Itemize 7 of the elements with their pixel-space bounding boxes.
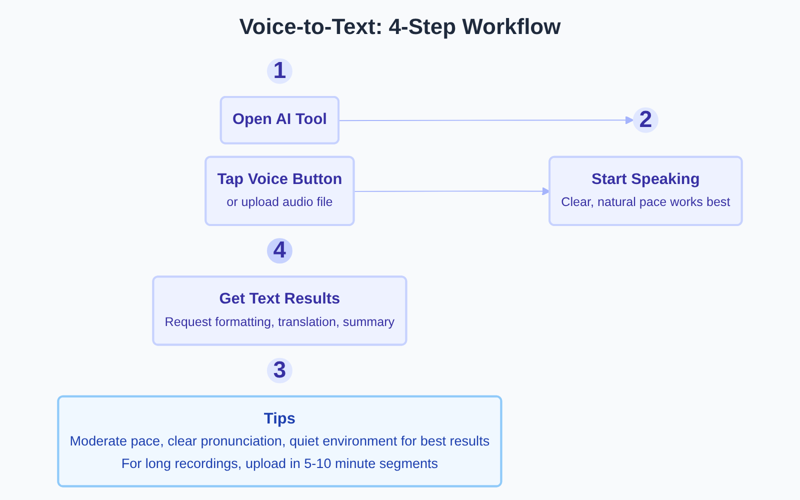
node-circle: 2: [632, 107, 658, 133]
arrow: [354, 187, 550, 196]
node-circle: 1: [266, 58, 292, 84]
diagram-title: Voice-to-Text: 4-Step Workflow: [238, 13, 562, 41]
node-circle: 3: [266, 358, 292, 384]
node-circle: 4: [266, 238, 292, 264]
arrow: [338, 116, 634, 124]
